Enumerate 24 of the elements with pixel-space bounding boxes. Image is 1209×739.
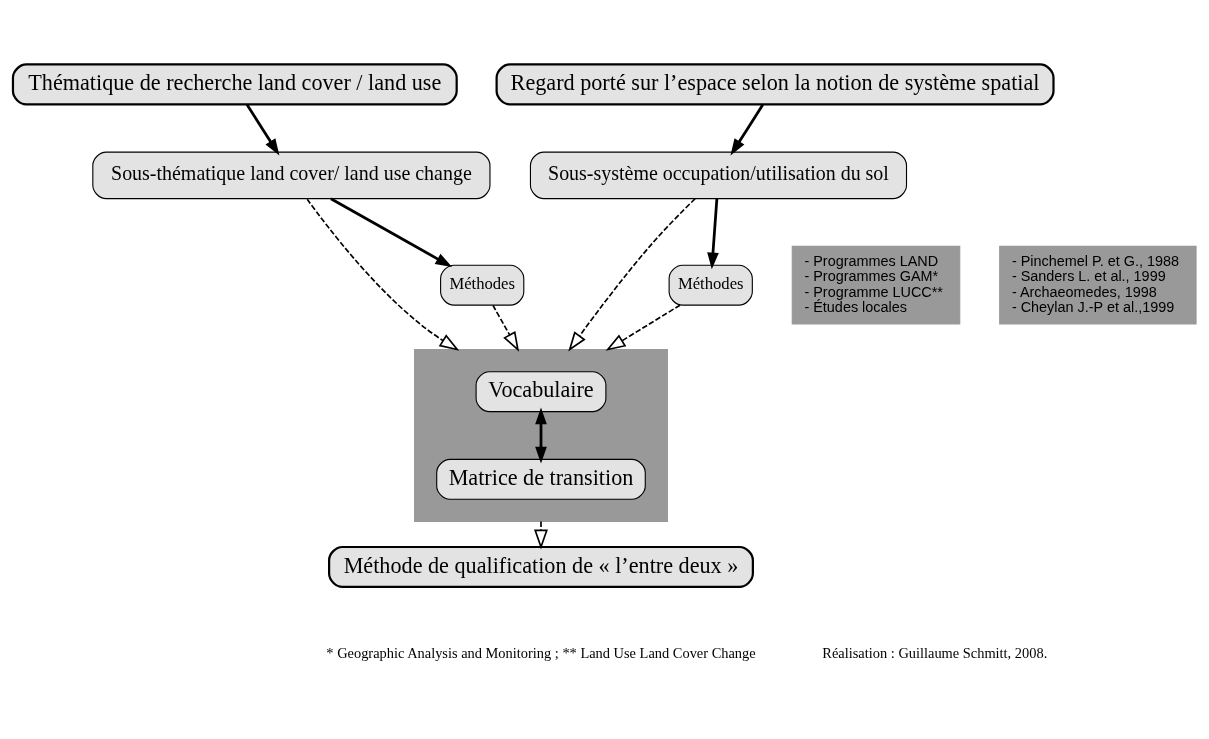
arrow (492, 304, 520, 352)
node-box: Matrice de transition (436, 458, 646, 500)
arrow (330, 197, 453, 268)
node-box: Méthodes (440, 264, 525, 306)
node-box: Sous-thématique land cover/ land use change (92, 151, 491, 200)
label: * Geographic Analysis and Monitoring ; ** Land Use Land Cover Change (326, 645, 756, 662)
arrow (605, 304, 681, 351)
label: Réalisation : Guillaume Schmitt, 2008. (822, 645, 1048, 662)
arrow (568, 197, 696, 352)
node-box: Regard porté sur l’espace selon la notion de système spatial (495, 63, 1055, 106)
node-box: Sous-système occupation/utilisation du sol (529, 151, 908, 200)
arrow (534, 520, 548, 550)
arrow (306, 198, 460, 351)
arrow (535, 407, 547, 464)
arrow (245, 104, 280, 156)
node-box: Thématique de recherche land cover / land use (11, 63, 458, 106)
arrow (730, 104, 764, 156)
node-box: Vocabulaire (475, 371, 607, 413)
cluster (413, 348, 668, 523)
node-box: - Programmes LAND - Programmes GAM* - Programme LUCC** - Études locales (791, 245, 961, 325)
arrow (707, 198, 719, 270)
node-box: - Pinchemel P. et G., 1988 - Sanders L. et al., 1999 - Archaeomedes, 1998 - Cheylan J.-P et al.,1999 (999, 245, 1197, 325)
node-box: Méthode de qualification de « l’entre deux » (328, 545, 754, 589)
node-box: Méthodes (668, 264, 753, 306)
